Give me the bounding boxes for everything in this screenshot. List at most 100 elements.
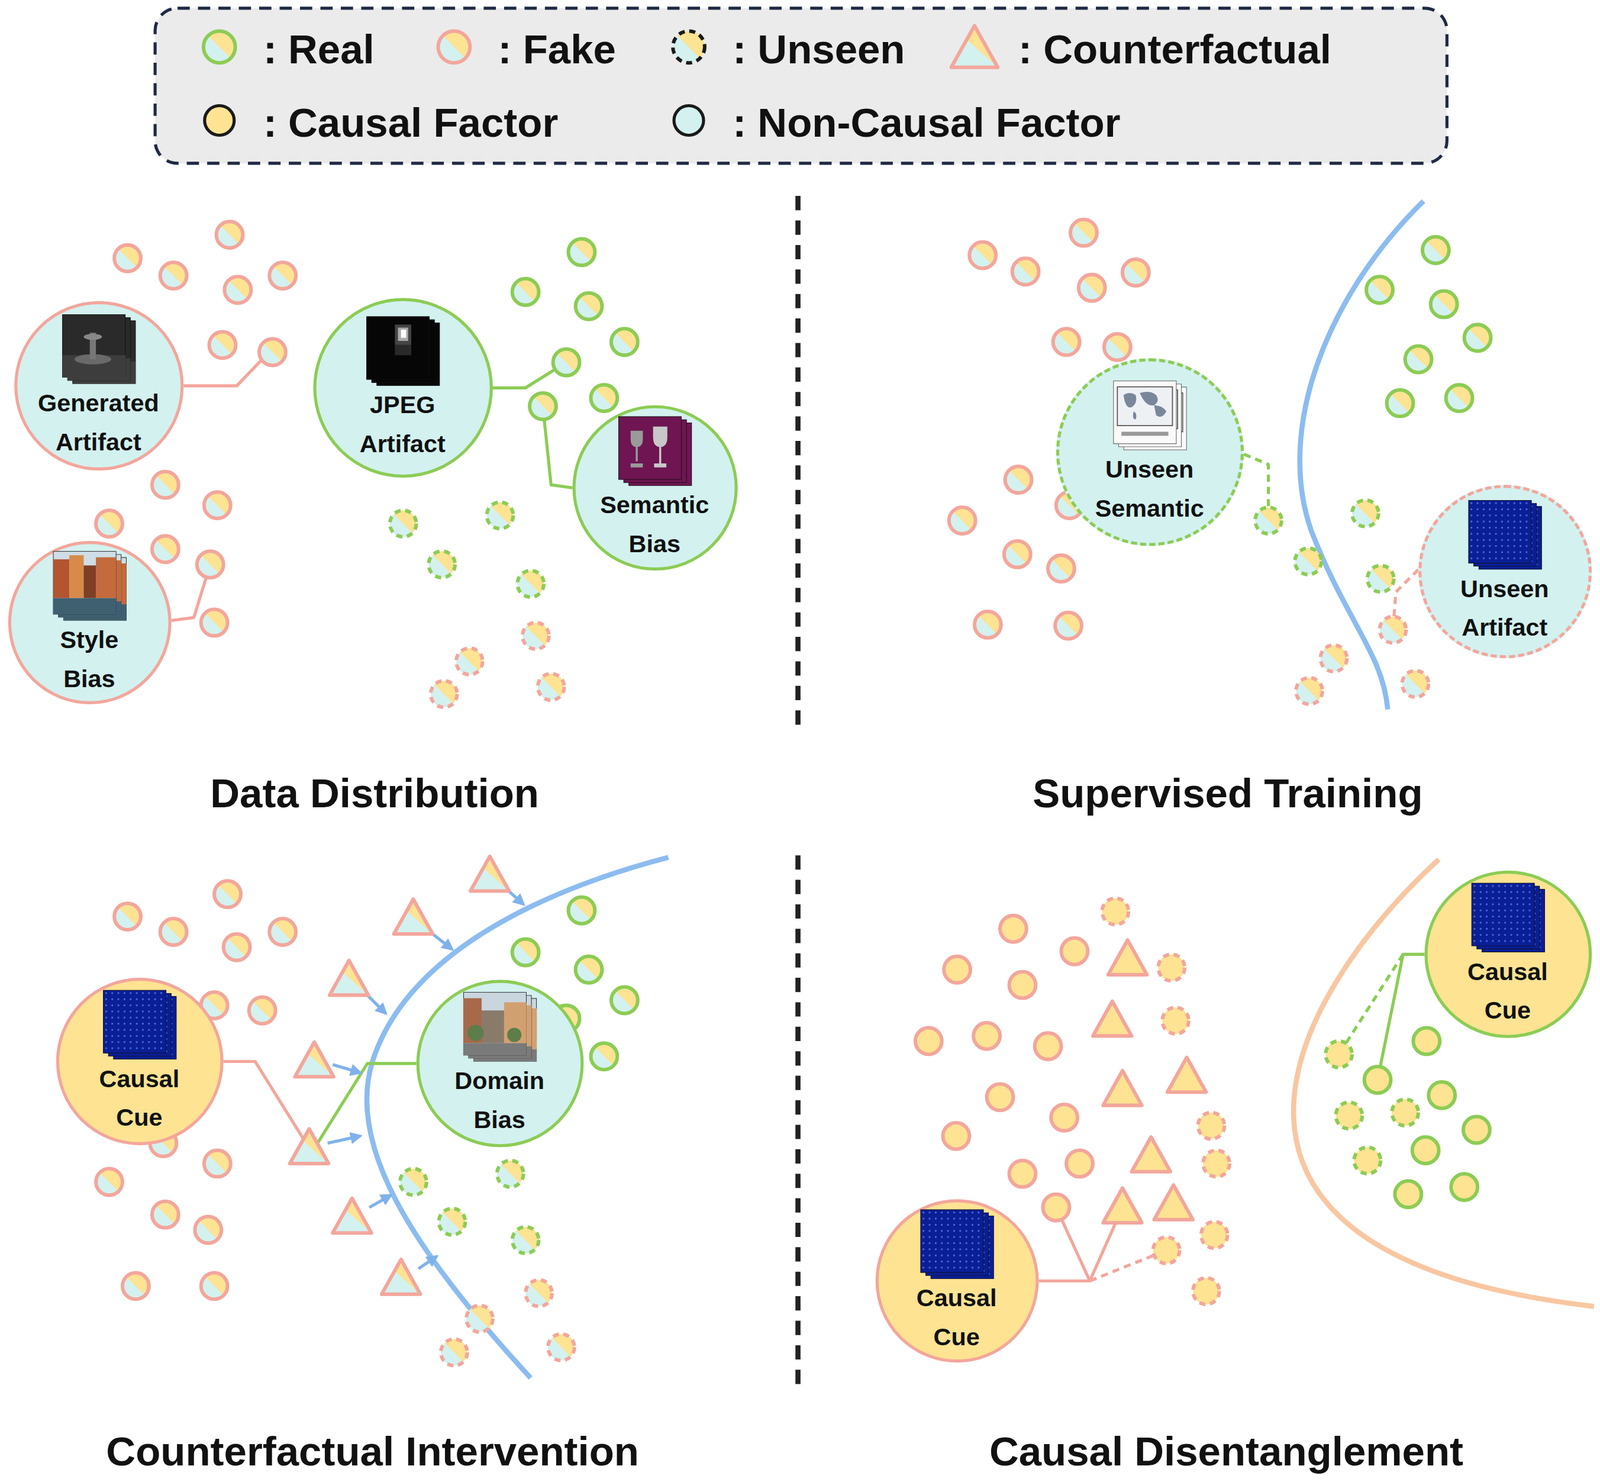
sample-dot <box>1000 915 1027 943</box>
sample-dot <box>1295 677 1323 705</box>
intervention-arrow <box>369 1194 391 1208</box>
sample-dot <box>1053 328 1080 356</box>
sample-dot <box>1450 1173 1478 1200</box>
sample-dot <box>497 1160 524 1187</box>
sample-dot <box>568 897 596 924</box>
leader-line <box>1377 953 1425 1080</box>
counterfactual-triangle <box>289 1128 329 1164</box>
sample-dot <box>269 262 296 289</box>
sample-dot <box>1294 547 1322 575</box>
panel-title: Counterfactual Intervention <box>105 1425 640 1477</box>
legend-text: : Causal Factor <box>263 97 558 148</box>
sample-dot <box>152 1201 179 1228</box>
sample-dot <box>611 328 638 356</box>
sample-dot <box>203 30 236 63</box>
sample-dot <box>1391 1098 1419 1126</box>
sample-dot <box>547 1333 575 1361</box>
node-label: Style Bias <box>38 620 141 698</box>
sample-dot <box>1446 384 1473 412</box>
counterfactual-triangle <box>332 1198 372 1234</box>
counterfactual-triangle <box>394 898 434 934</box>
sample-dot <box>440 1339 468 1366</box>
counterfactual-triangle <box>1153 1184 1193 1220</box>
counterfactual-triangle <box>1108 939 1148 975</box>
sample-dot <box>1009 1160 1037 1187</box>
sample-dot <box>259 339 286 366</box>
node-label: Domain Bias <box>443 1060 556 1139</box>
node-label: Unseen Artifact <box>1438 568 1572 647</box>
thumbnail <box>920 1209 994 1279</box>
legend-swatch <box>672 104 705 137</box>
sample-dot <box>201 1272 228 1299</box>
counterfactual-triangle <box>1102 1187 1143 1223</box>
node-label: Causal Cue <box>88 1058 190 1137</box>
node-label: Generated Artifact <box>27 383 170 461</box>
counterfactual-triangle <box>294 1042 334 1077</box>
sample-dot <box>428 550 456 578</box>
sample-dot <box>201 609 228 637</box>
sample-dot <box>1335 1101 1363 1129</box>
legend-text: : Real <box>263 23 375 75</box>
sample-dot <box>1055 612 1082 640</box>
thumbnail <box>463 991 537 1061</box>
divider <box>795 195 801 729</box>
sample-dot <box>1192 1277 1220 1305</box>
thumbnail <box>53 550 127 621</box>
intervention-arrow <box>327 1135 361 1143</box>
sample-dot <box>1366 276 1393 303</box>
thumbnail <box>618 416 692 486</box>
sample-dot <box>95 1168 123 1196</box>
panel-title: Data Distribution <box>210 767 540 819</box>
counterfactual-triangle <box>1131 1136 1171 1172</box>
sample-dot <box>152 471 179 499</box>
sample-dot <box>1005 466 1032 493</box>
legend-text: : Non-Causal Factor <box>732 97 1121 148</box>
sample-dot <box>249 997 276 1024</box>
sample-dot <box>1379 616 1407 644</box>
sample-dot <box>537 673 565 700</box>
sample-dot <box>590 1042 618 1070</box>
sample-dot <box>1078 274 1106 302</box>
sample-dot <box>1153 1236 1180 1264</box>
node-label: Causal Cue <box>905 1278 1008 1356</box>
sample-dot <box>223 933 251 961</box>
sample-dot <box>204 1150 231 1177</box>
sample-dot <box>1012 257 1040 285</box>
sample-dot <box>1047 555 1075 582</box>
decision-boundary <box>366 857 669 1378</box>
sample-dot <box>1042 1194 1070 1221</box>
sample-dot <box>439 1208 466 1235</box>
sample-dot <box>517 570 544 598</box>
sample-dot <box>466 1305 493 1332</box>
sample-dot <box>1464 324 1492 351</box>
sample-dot <box>1255 507 1282 534</box>
sample-dot <box>114 244 141 272</box>
sample-dot <box>1009 971 1037 999</box>
leader-line <box>1339 953 1404 1054</box>
sample-dot <box>575 956 603 983</box>
legend-text: : Fake <box>498 23 616 75</box>
leader-lines <box>171 359 1425 1281</box>
sample-dot <box>1066 1150 1093 1177</box>
thumbnail <box>1113 380 1187 450</box>
node-label: JPEG Artifact <box>341 385 464 463</box>
sample-dots <box>95 219 1491 1366</box>
thumbnail <box>62 314 136 384</box>
intervention-arrow <box>418 1256 437 1269</box>
sample-dot <box>1422 236 1450 264</box>
sample-dot <box>575 292 603 320</box>
node-label: Semantic Bias <box>588 485 721 563</box>
sample-dot <box>525 1279 553 1307</box>
counterfactual-triangle <box>951 25 999 67</box>
sample-dot <box>986 1083 1014 1111</box>
sample-dot <box>1004 540 1031 568</box>
sample-dot <box>1070 219 1098 247</box>
sample-dot <box>943 956 971 983</box>
sample-dot <box>672 30 705 63</box>
sample-dot <box>1463 1116 1490 1144</box>
thumbnail <box>1471 882 1545 953</box>
sample-dot <box>1353 1146 1381 1174</box>
sample-dot <box>1412 1136 1440 1164</box>
sample-dot <box>512 278 540 306</box>
